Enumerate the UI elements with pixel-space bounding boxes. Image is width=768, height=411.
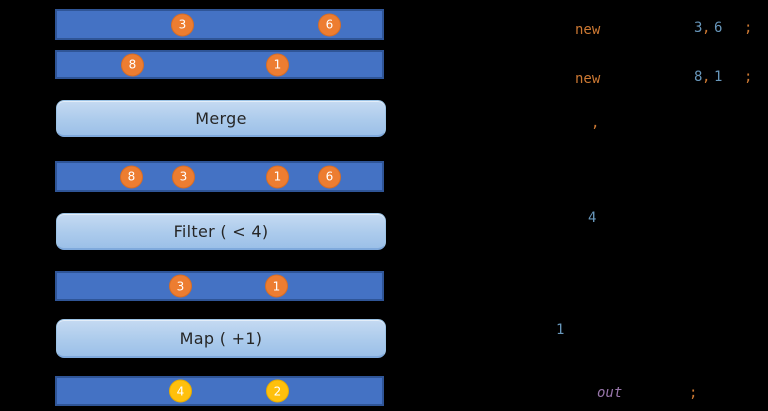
marble: 6	[318, 165, 341, 188]
filter-operator-label: Filter ( < 4)	[173, 221, 269, 241]
code-semicolon: ;	[744, 20, 753, 36]
code-keyword-new: new	[575, 71, 601, 87]
marble: 4	[169, 379, 192, 403]
code-number-literal: 4	[588, 210, 597, 226]
marble: 6	[318, 13, 341, 36]
stream-bar-filtered: 3 1	[55, 271, 384, 301]
code-number-literal: 1	[714, 69, 723, 85]
marble: 1	[266, 165, 289, 188]
map-operator-box: Map ( +1)	[56, 319, 386, 358]
marble: 1	[265, 274, 288, 298]
stream-bar-input-2: 8 1	[55, 50, 384, 79]
filter-operator-box: Filter ( < 4)	[56, 213, 386, 250]
code-number-literal: 3	[694, 20, 703, 36]
merge-operator-box: Merge	[56, 100, 386, 137]
code-semicolon: ;	[689, 385, 698, 401]
marble: 3	[169, 274, 192, 298]
code-comma: ,	[702, 69, 711, 85]
marble: 8	[120, 165, 143, 188]
marble: 1	[266, 53, 289, 76]
marble: 8	[121, 53, 144, 76]
code-field-out: out	[597, 385, 623, 401]
merge-operator-label: Merge	[195, 108, 247, 128]
map-operator-label: Map ( +1)	[179, 328, 263, 348]
marble: 3	[172, 165, 195, 188]
code-keyword-new: new	[575, 22, 601, 38]
stream-bar-input-1: 3 6	[55, 9, 384, 40]
stream-bar-merged: 8 3 1 6	[55, 161, 384, 192]
code-comma: ,	[591, 115, 600, 131]
code-semicolon: ;	[744, 69, 753, 85]
code-number-literal: 1	[556, 322, 565, 338]
code-number-literal: 6	[714, 20, 723, 36]
code-number-literal: 8	[694, 69, 703, 85]
marble: 3	[171, 13, 194, 36]
marble: 2	[266, 379, 289, 403]
stream-bar-output: 4 2	[55, 376, 384, 406]
code-comma: ,	[702, 20, 711, 36]
